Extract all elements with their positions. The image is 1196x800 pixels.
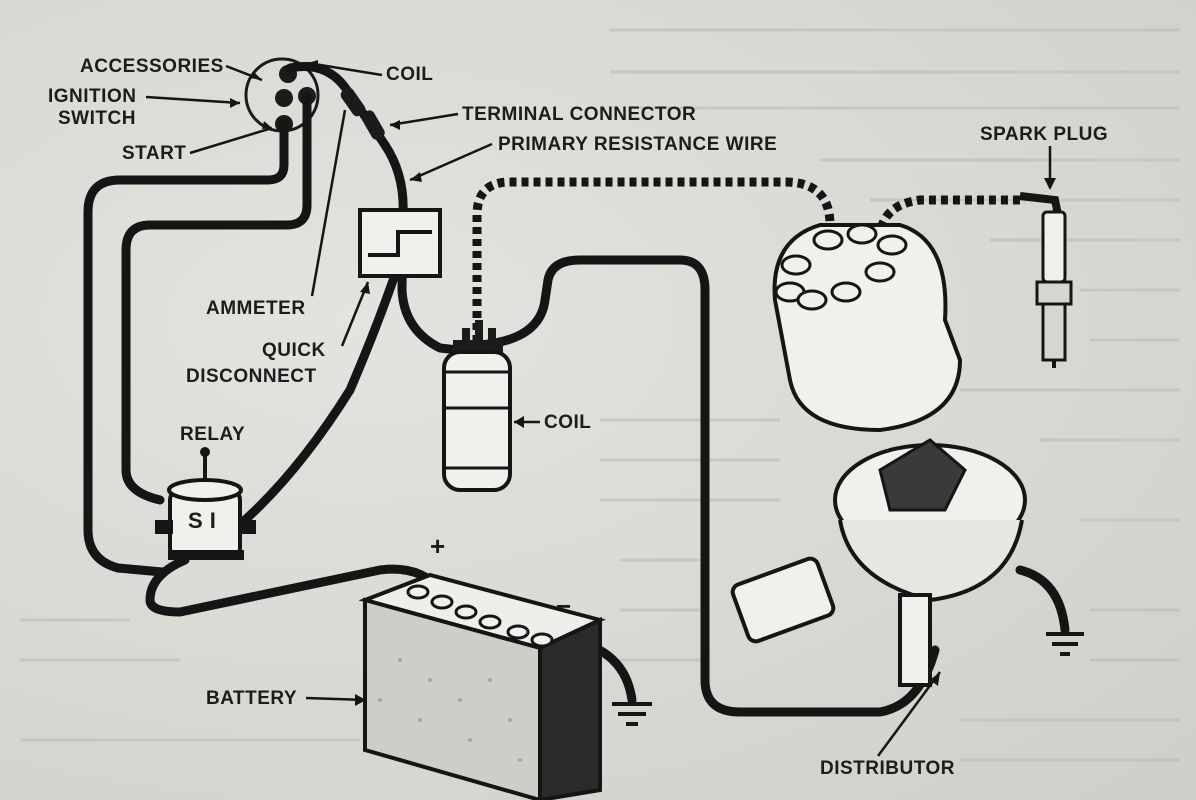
primary-resistance-wire [380,140,463,355]
distributor-ground-wire [1015,565,1070,635]
label-arrowheads [230,60,1056,706]
label-terminal-connector: TERMINAL CONNECTOR [462,104,697,125]
label-start: START [122,143,187,164]
label-battery-negative: − [556,591,572,621]
label-ignition-switch-line2: SWITCH [58,108,136,129]
starter-relay [155,447,256,560]
high-tension-leads [472,177,1025,342]
label-quick-disconnect-line1: QUICK [262,340,326,361]
label-coil: COIL [544,412,592,433]
battery-ground-symbol [612,702,652,726]
distributor-cap [772,223,963,433]
distributor-ground-symbol [1046,632,1084,656]
label-battery-positive: + [430,531,446,561]
spark-plug [1019,192,1073,368]
label-ignition-switch-line1: IGNITION [48,86,137,107]
distributor-body [730,438,1027,687]
label-relay: RELAY [180,424,246,445]
terminal-connector [340,87,385,140]
label-ammeter: AMMETER [206,298,306,319]
label-relay-mark: S I [188,508,217,533]
cap-to-plug-lead [875,195,1025,241]
coil-to-cap-lead [472,177,835,342]
start-wire [83,119,289,577]
label-coil-top: COIL [386,64,434,85]
label-quick-disconnect-line2: DISCONNECT [186,366,317,387]
label-primary-resistance-wire: PRIMARY RESISTANCE WIRE [498,134,778,155]
background-text-lines [20,28,1180,762]
coil-distributor-wire [475,255,940,717]
label-distributor: DISTRIBUTOR [820,758,955,779]
wiring-harness [83,62,1070,717]
label-battery: BATTERY [206,688,298,709]
ammeter [358,208,442,278]
ignition-battery-wire [121,91,312,505]
label-accessories: ACCESSORIES [80,56,224,77]
relay-battery-wire [145,555,445,617]
ignition-coil [442,320,512,492]
label-spark-plug: SPARK PLUG [980,124,1109,145]
battery [358,572,606,800]
ammeter-relay-wire [240,255,405,525]
